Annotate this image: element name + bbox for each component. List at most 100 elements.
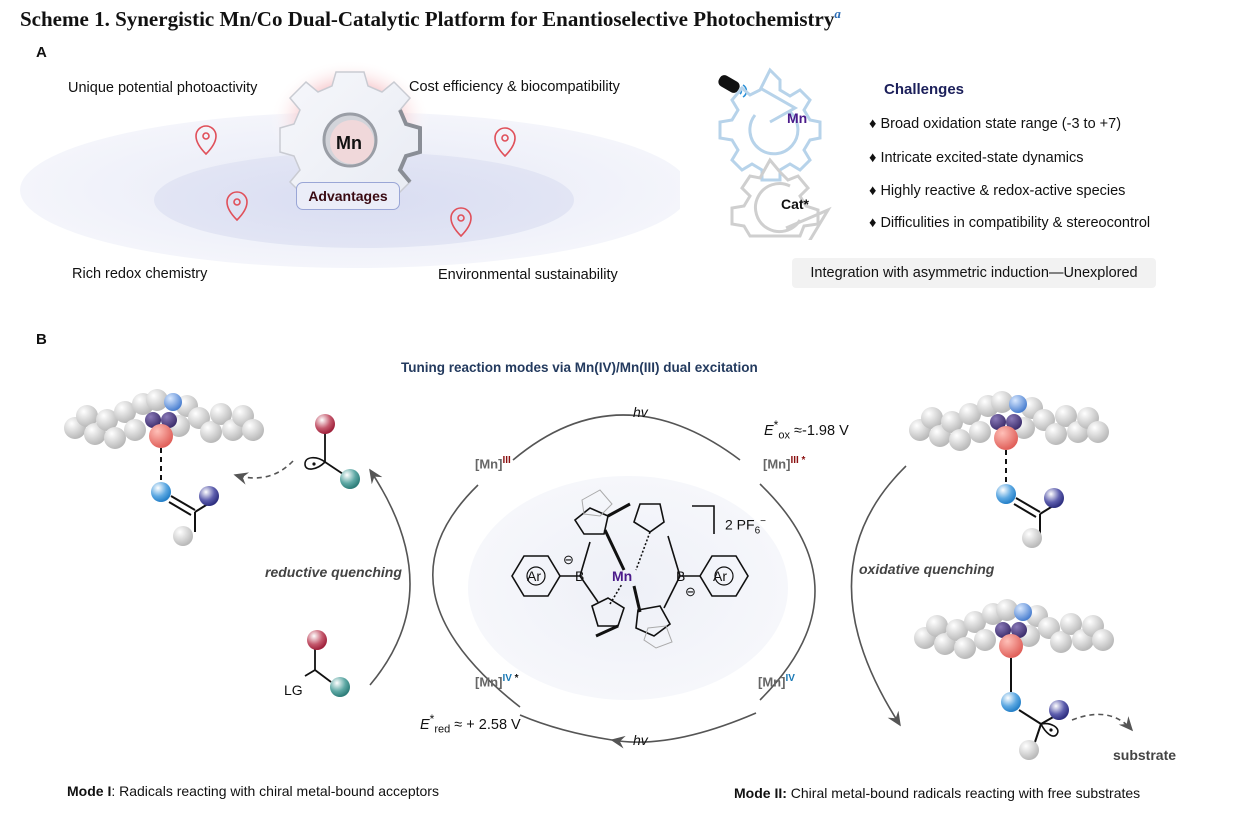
panel-b-heading: Tuning reaction modes via Mn(IV)/Mn(III)… xyxy=(401,360,758,375)
substrate-label: substrate xyxy=(1113,747,1177,763)
challenge-text: Difficulities in compatibility & stereoc… xyxy=(880,215,1151,231)
mode-2-text: Chiral metal-bound radicals reacting wit… xyxy=(786,785,1141,801)
mode-2-title: Mode II: xyxy=(734,785,787,801)
reduction-potential: E*red ≈ + 2.58 V xyxy=(420,712,521,736)
star: * xyxy=(429,712,435,726)
free-radical xyxy=(304,414,360,489)
sphere-gray xyxy=(1022,528,1042,548)
sphere-blue xyxy=(151,482,171,502)
sphere-red xyxy=(315,414,335,434)
mn-gear-outline-icon xyxy=(718,67,822,182)
mode1-catalyst-acceptor xyxy=(64,389,264,546)
sphere-red xyxy=(307,630,327,650)
oxidation-potential: E*ox ≈-1.98 V xyxy=(764,418,849,442)
sphere-blue xyxy=(996,484,1016,504)
sphere-indigo xyxy=(199,486,219,506)
challenges-gears xyxy=(718,67,832,240)
mn-base: [Mn] xyxy=(475,456,503,472)
mode-2-caption: Mode II: Chiral metal-bound radicals rea… xyxy=(734,785,1140,801)
advantage-sustainability: Environmental sustainability xyxy=(438,267,618,283)
counterion-label: 2 PF6− xyxy=(725,516,766,536)
advantages-badge: Advantages xyxy=(296,182,400,210)
cycle-arc-left xyxy=(432,484,521,708)
mn-iii-excited-label: [Mn]III * xyxy=(763,455,805,471)
sphere-blue xyxy=(1001,692,1021,712)
sub: ox xyxy=(778,429,790,442)
value: ≈ + 2.58 V xyxy=(450,716,521,733)
excited-star: * xyxy=(798,455,806,466)
star: * xyxy=(773,418,779,432)
ox-state: III xyxy=(790,455,799,466)
challenge-item: ♦ Intricate excited-state dynamics xyxy=(869,150,1084,166)
counterion-sub: 6 xyxy=(754,525,761,537)
challenge-item: ♦ Broad oxidation state range (-3 to +7) xyxy=(869,116,1121,132)
integration-note: Integration with asymmetric induction—Un… xyxy=(792,258,1156,288)
sphere-indigo xyxy=(1044,488,1064,508)
radical-to-substrate-arrow xyxy=(1071,713,1134,732)
charge-left-icon: ⊖ xyxy=(563,552,574,567)
sub: red xyxy=(434,723,451,736)
cycle-arc-right xyxy=(759,483,816,701)
sphere-gray xyxy=(1019,740,1039,760)
counterion-text: 2 PF xyxy=(725,516,755,533)
challenge-text: Intricate excited-state dynamics xyxy=(880,150,1084,166)
pin-icon xyxy=(195,125,217,156)
mn-base: [Mn] xyxy=(758,674,786,690)
mn-iv-label: [Mn]IV xyxy=(758,673,795,689)
sphere-indigo xyxy=(1049,700,1069,720)
excited-star: * xyxy=(511,673,519,684)
reductive-arc xyxy=(369,468,411,686)
mode2-bound-radical xyxy=(914,599,1114,760)
challenge-item: ♦ Difficulities in compatibility & stere… xyxy=(869,215,1150,231)
leaving-group-label: LG xyxy=(284,682,303,698)
panel-a-label: A xyxy=(36,44,47,61)
bullet-icon: ♦ xyxy=(869,150,877,166)
mn-base: [Mn] xyxy=(475,674,503,690)
e-symbol: E xyxy=(420,716,430,733)
mode-1-title: Mode I xyxy=(67,783,112,799)
scheme-title: Scheme 1. Synergistic Mn/Co Dual-Catalyt… xyxy=(20,6,841,32)
hv-top-label: hv xyxy=(633,404,648,420)
cycle-arc-bottom xyxy=(610,712,757,749)
ox-state: IV xyxy=(785,673,795,684)
value: ≈-1.98 V xyxy=(790,422,849,439)
oxidative-quenching-label: oxidative quenching xyxy=(859,561,995,577)
mn-iv-excited-label: [Mn]IV * xyxy=(475,673,519,689)
radical-to-acceptor-arrow xyxy=(233,460,294,485)
e-symbol: E xyxy=(764,422,774,439)
light-source-icon xyxy=(718,75,748,98)
panel-b-label: B xyxy=(36,331,47,348)
bullet-icon: ♦ xyxy=(869,183,877,199)
sphere-teal xyxy=(340,469,360,489)
mode2-catalyst-acceptor xyxy=(909,391,1109,548)
gear-metal-label: Mn xyxy=(336,133,362,153)
challenge-text: Highly reactive & redox-active species xyxy=(880,183,1126,199)
mn-iii-label: [Mn]III xyxy=(475,455,511,471)
cycle-arc-top xyxy=(512,414,741,461)
scheme-title-text: Scheme 1. Synergistic Mn/Co Dual-Catalyt… xyxy=(20,7,835,31)
bullet-icon: ♦ xyxy=(869,116,877,132)
complex-metal-label: Mn xyxy=(612,568,633,584)
pin-icon xyxy=(494,127,516,158)
sphere-gray xyxy=(173,526,193,546)
radical-precursor xyxy=(304,630,350,697)
title-footnote: a xyxy=(834,6,841,21)
mode-1-text: : Radicals reacting with chiral metal-bo… xyxy=(111,783,439,799)
aryl-label-right: Ar xyxy=(713,568,727,584)
challenge-text: Broad oxidation state range (-3 to +7) xyxy=(880,116,1122,132)
advantage-cost: Cost efficiency & biocompatibility xyxy=(409,79,620,95)
counterion-sup: − xyxy=(760,516,766,527)
pin-icon xyxy=(450,207,472,238)
mn-base: [Mn] xyxy=(763,456,791,472)
cat-gear-outline-icon xyxy=(730,157,832,240)
challenge-item: ♦ Highly reactive & redox-active species xyxy=(869,183,1125,199)
pin-icon xyxy=(226,191,248,222)
mn-complex-structure xyxy=(511,489,749,649)
ox-state: III xyxy=(502,455,511,466)
boron-label-left: B xyxy=(575,568,585,584)
boron-label-right: B xyxy=(676,568,686,584)
mode-1-caption: Mode I: Radicals reacting with chiral me… xyxy=(67,783,439,799)
mn-gear-icon xyxy=(279,71,422,209)
hv-bottom-label: hv xyxy=(633,732,648,748)
challenges-title: Challenges xyxy=(884,81,965,98)
